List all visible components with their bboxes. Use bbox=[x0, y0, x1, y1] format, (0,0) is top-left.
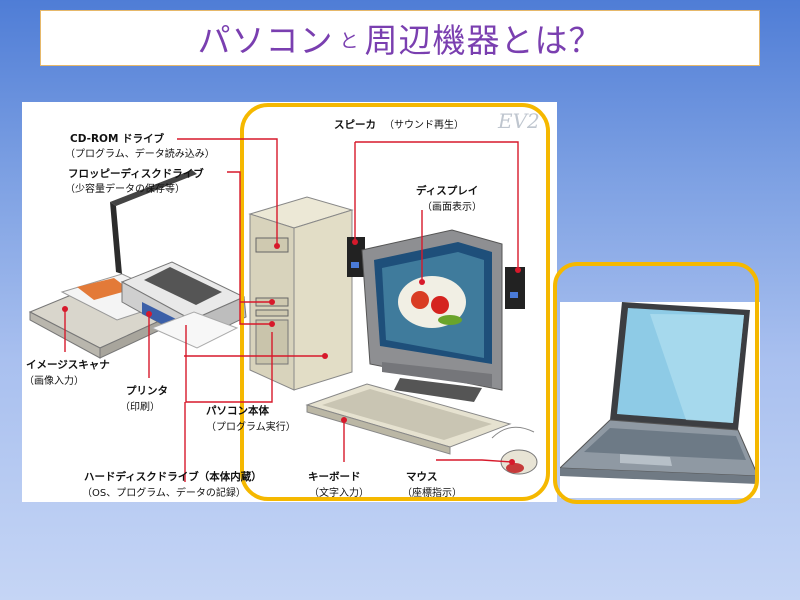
ev2-logo: EV2 bbox=[497, 109, 540, 133]
desc-pc-body: （プログラム実行） bbox=[206, 420, 296, 433]
desc-display: （画面表示） bbox=[422, 200, 482, 213]
title-rest: 周辺機器とは？ bbox=[364, 21, 603, 60]
label-speaker: スピーカ bbox=[334, 119, 376, 131]
keyboard-illustration bbox=[305, 383, 512, 455]
desc-mouse: （座標指示） bbox=[402, 486, 462, 499]
label-printer: プリンタ bbox=[126, 384, 168, 397]
pc-diagram-panel: EV2 CD-ROM ドライブ （プログラム、データ読み込み） フロッピーディス… bbox=[22, 102, 557, 502]
desc-speaker: （サウンド再生） bbox=[384, 118, 464, 131]
title-main: パソコン bbox=[197, 21, 334, 60]
label-scanner: イメージスキャナ bbox=[26, 359, 110, 371]
desc-cdrom: （プログラム、データ読み込み） bbox=[65, 147, 215, 160]
leader-lines bbox=[64, 138, 519, 482]
label-display: ディスプレイ bbox=[416, 184, 478, 197]
label-pc-body: パソコン本体 bbox=[206, 404, 269, 417]
desc-floppy: （少容量データの保存等） bbox=[65, 182, 185, 195]
pc-tower-illustration bbox=[248, 196, 354, 391]
laptop-panel bbox=[560, 302, 760, 498]
leader-dots bbox=[62, 239, 521, 465]
desc-keyboard: （文字入力） bbox=[309, 486, 369, 499]
label-keyboard: キーボード bbox=[308, 470, 361, 483]
pc-illustration: EV2 CD-ROM ドライブ （プログラム、データ読み込み） フロッピーディス… bbox=[24, 103, 550, 501]
label-hdd: ハードディスクドライブ（本体内蔵） bbox=[84, 470, 262, 483]
desc-hdd: （OS、プログラム、データの記録） bbox=[82, 486, 246, 499]
mouse-illustration bbox=[491, 426, 538, 475]
label-mouse: マウス bbox=[406, 471, 438, 483]
desc-scanner: （画像入力） bbox=[24, 374, 84, 387]
speakers-illustration bbox=[347, 237, 525, 309]
desc-printer: （印刷） bbox=[120, 401, 160, 413]
title-particle: と bbox=[339, 30, 359, 52]
title-banner: パソコン と 周辺機器とは？ bbox=[40, 10, 760, 66]
monitor-illustration bbox=[361, 229, 503, 402]
label-cdrom: CD-ROM ドライブ bbox=[70, 132, 165, 145]
laptop-highlight-frame bbox=[553, 262, 759, 504]
laptop-illustration bbox=[560, 302, 759, 484]
label-floppy: フロッピーディスクドライブ bbox=[68, 167, 204, 180]
